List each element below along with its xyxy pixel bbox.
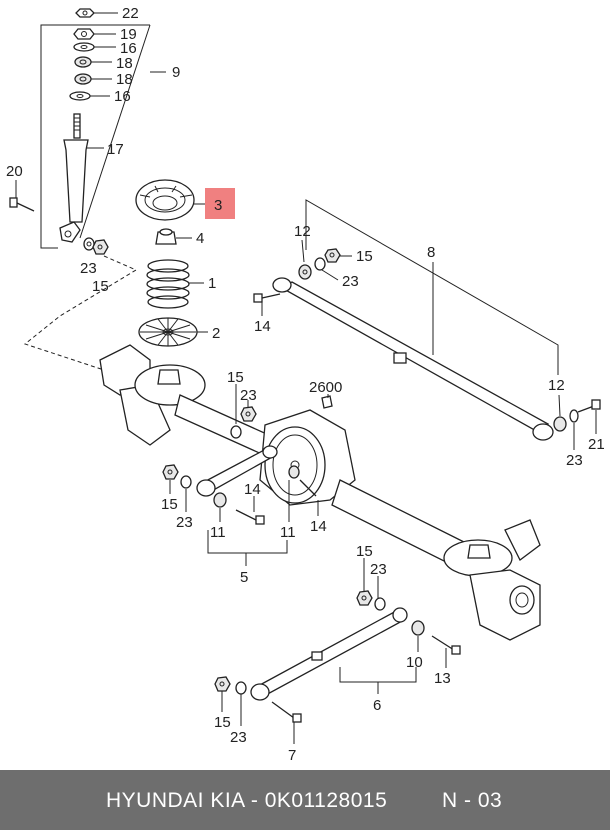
- bushing-18b-icon: [74, 73, 92, 85]
- leader-lines: [15, 12, 597, 744]
- label-14b: 14: [244, 481, 261, 498]
- bolt-7-icon: [271, 701, 302, 723]
- label-23g: 23: [230, 729, 247, 746]
- footer-page-code: N - 03: [442, 789, 503, 812]
- nut-15b-icon: [324, 248, 341, 263]
- label-17: 17: [107, 141, 124, 158]
- nut-19-icon: [73, 28, 95, 40]
- label-6: 6: [373, 697, 381, 714]
- label-9: 9: [172, 64, 180, 81]
- label-2: 2: [212, 325, 220, 342]
- bolt-21-icon: [577, 399, 601, 413]
- label-15c: 15: [227, 369, 244, 386]
- upper-link-group: [162, 406, 317, 566]
- label-21: 21: [588, 436, 605, 453]
- bushing-18a-icon: [74, 56, 92, 68]
- washer-23c-icon: [569, 409, 579, 423]
- bump-stopper-4-icon: [155, 228, 177, 245]
- label-1: 1: [208, 275, 216, 292]
- lower-link-group: [214, 590, 461, 723]
- label-16b: 16: [114, 88, 131, 105]
- label-15d: 15: [161, 496, 178, 513]
- label-23a: 23: [80, 260, 97, 277]
- label-23f: 23: [370, 561, 387, 578]
- washer-16b-icon: [69, 91, 91, 101]
- footer-bar: HYUNDAI KIA - 0K01128015 N - 03: [0, 770, 610, 830]
- upper-link-5-icon: [196, 445, 278, 497]
- label-23c: 23: [566, 452, 583, 469]
- bushing-12b-icon: [553, 416, 567, 432]
- bushing-12a-icon: [298, 264, 312, 280]
- washer-23e-icon: [180, 475, 192, 489]
- lateral-rod-group: [253, 199, 601, 441]
- coil-spring-group: [135, 179, 198, 347]
- label-8: 8: [427, 244, 435, 261]
- label-19: 19: [120, 26, 137, 43]
- spring-pad-2-icon: [138, 317, 198, 347]
- label-20: 20: [6, 163, 23, 180]
- washer-23f-icon: [374, 597, 386, 611]
- label-15e: 15: [356, 543, 373, 560]
- spring-seat-3-icon: [135, 179, 195, 221]
- label-15f: 15: [214, 714, 231, 731]
- callout-labels: 22 19 16 18 18 16 9 17 20 23 15 3 4 1 2 …: [6, 5, 605, 764]
- bolt-13-icon: [431, 635, 461, 655]
- label-14a: 14: [254, 318, 271, 335]
- bolt-14a-icon: [253, 293, 281, 303]
- nut-22-icon: [75, 8, 95, 18]
- label-12a: 12: [294, 223, 311, 240]
- washer-23b-icon: [314, 257, 326, 271]
- highlight-box-part-3: [205, 188, 235, 219]
- nut-15e-icon: [356, 590, 373, 606]
- label-15b: 15: [356, 248, 373, 265]
- label-23b: 23: [342, 273, 359, 290]
- label-11b: 11: [280, 524, 296, 541]
- washer-23a-icon: [83, 237, 95, 251]
- bushing-10-icon: [411, 620, 425, 636]
- bushing-11b-icon: [288, 465, 300, 479]
- coil-spring-1-icon: [146, 259, 190, 309]
- bolt-20-icon: [9, 197, 35, 212]
- label-14c: 14: [310, 518, 327, 535]
- shock-absorber-17-icon: [59, 113, 89, 243]
- nut-15d-icon: [162, 464, 179, 480]
- label-4: 4: [196, 230, 204, 247]
- nut-15c-icon: [240, 406, 257, 422]
- label-18b: 18: [116, 71, 133, 88]
- label-12b: 12: [548, 377, 565, 394]
- label-13: 13: [434, 670, 451, 687]
- label-7: 7: [288, 747, 296, 764]
- label-11a: 11: [210, 524, 226, 541]
- axle-housing-icon: [99, 344, 541, 641]
- washer-23g-icon: [235, 681, 247, 695]
- label-15a: 15: [92, 278, 109, 295]
- label-22: 22: [122, 5, 139, 22]
- label-16a: 16: [120, 40, 137, 57]
- bolt-14b-icon: [235, 509, 265, 525]
- washer-16-icon: [73, 42, 95, 52]
- label-23d: 23: [240, 387, 257, 404]
- nut-15a-icon: [92, 239, 109, 255]
- label-5: 5: [240, 569, 248, 586]
- nut-15f-icon: [214, 676, 231, 692]
- lateral-rod-8-icon: [272, 277, 554, 441]
- label-23e: 23: [176, 514, 193, 531]
- footer-part-number: HYUNDAI KIA - 0K01128015: [106, 789, 388, 812]
- washer-23d-icon: [230, 425, 242, 439]
- bolt-14c-icon: [299, 479, 317, 497]
- rear-suspension-diagram: 22 19 16 18 18 16 9 17 20 23 15 3 4 1 2 …: [6, 5, 605, 764]
- label-2600: 2600: [309, 379, 342, 396]
- label-10: 10: [406, 654, 423, 671]
- label-3: 3: [214, 197, 222, 214]
- lower-link-6-icon: [250, 607, 408, 701]
- label-18a: 18: [116, 55, 133, 72]
- bushing-11a-icon: [213, 492, 227, 508]
